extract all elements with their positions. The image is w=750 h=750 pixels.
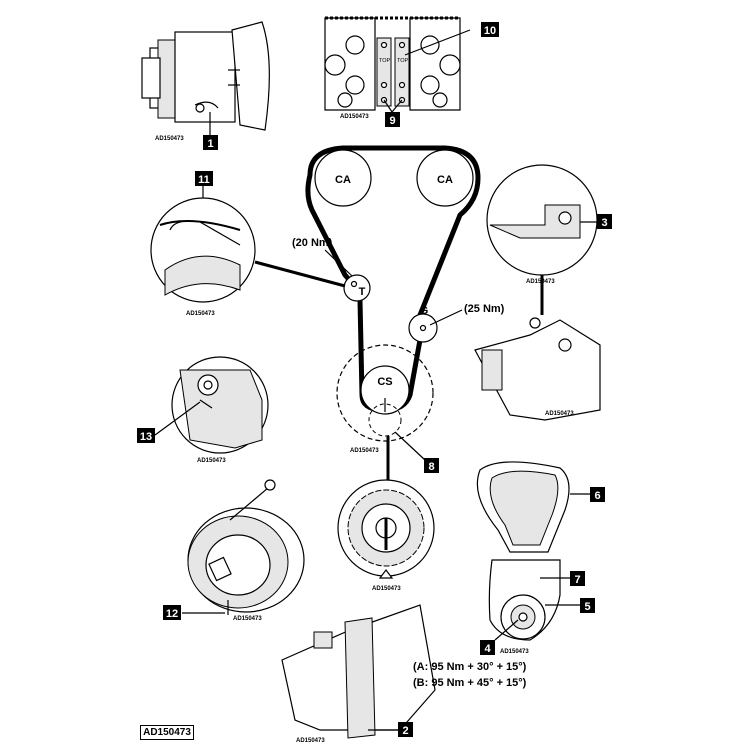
svg-text:7: 7: [574, 574, 580, 586]
ref-code: AD150473: [233, 616, 262, 622]
camshaft-pulley-right: [416, 149, 474, 207]
camshaft-pulley-left: [314, 149, 372, 207]
torque-crank-a: (A: 95 Nm + 30° + 15°): [413, 661, 527, 673]
callout-12: 12: [163, 605, 181, 620]
tool-label-top-right: TOP: [397, 58, 409, 64]
torque-idler: (25 Nm): [464, 303, 505, 315]
ref-code: AD150473: [186, 311, 215, 317]
panel-sensor: AD150473: [154, 356, 269, 464]
panel-crank-sprocket: AD150473: [337, 479, 435, 592]
panel-locking-pin: AD150473 AD150473: [474, 164, 601, 421]
sprocket-label-ca-right: CA: [437, 174, 453, 186]
callout-7: 7: [570, 571, 585, 586]
callout-13: 13: [137, 428, 155, 443]
callout-8: 8: [424, 458, 439, 473]
ref-code: AD150473: [197, 458, 226, 464]
svg-text:8: 8: [428, 461, 434, 473]
callout-1: 1: [203, 135, 218, 150]
svg-text:9: 9: [389, 115, 395, 127]
ref-code: AD150473: [155, 136, 184, 142]
footer-reference: AD150473: [140, 725, 194, 740]
callout-6: 6: [590, 487, 605, 502]
tool-label-top-left: TOP: [379, 58, 391, 64]
svg-text:3: 3: [601, 217, 607, 229]
sprocket-label-g: G: [420, 305, 429, 317]
ref-code: AD150473: [526, 279, 555, 285]
crankshaft-pulley: [360, 365, 410, 415]
ref-code: AD150473: [545, 411, 574, 417]
svg-text:13: 13: [140, 431, 152, 443]
callout-4: 4: [480, 640, 495, 655]
panel-cam-lock: TOP TOP AD150473: [324, 16, 471, 120]
callout-2: 2: [398, 722, 413, 737]
sprocket-label-ca-left: CA: [335, 174, 351, 186]
sprocket-label-cs: CS: [377, 376, 392, 388]
callout-10: 10: [481, 22, 499, 37]
svg-text:4: 4: [484, 643, 491, 655]
callout-11: 11: [195, 171, 213, 186]
svg-text:2: 2: [402, 725, 408, 737]
panel-tensioner-detail: AD150473: [150, 186, 346, 317]
tensioner-pulley: [343, 274, 371, 302]
svg-text:6: 6: [594, 490, 600, 502]
sprocket-label-t: T: [359, 286, 366, 298]
ref-code: AD150473: [372, 586, 401, 592]
callout-3: 3: [597, 214, 612, 229]
panel-pump: AD150473: [141, 21, 270, 142]
callout-9: 9: [385, 112, 400, 127]
ref-code: AD150473: [350, 448, 379, 454]
svg-text:11: 11: [198, 174, 210, 186]
torque-tensioner: (20 Nm): [292, 237, 333, 249]
ref-code: AD150473: [500, 649, 529, 655]
callout-5: 5: [580, 598, 595, 613]
svg-text:5: 5: [584, 601, 590, 613]
panel-covers: AD150473: [476, 461, 590, 655]
svg-text:10: 10: [484, 25, 496, 37]
torque-crank-b: (B: 95 Nm + 45° + 15°): [413, 677, 527, 689]
svg-text:12: 12: [166, 608, 178, 620]
panel-locking-tool: AD150473: [281, 604, 436, 744]
panel-tensioner-unit: AD150473: [182, 479, 305, 622]
svg-text:1: 1: [207, 138, 213, 150]
ref-code: AD150473: [340, 114, 369, 120]
belt-layout: CA CA T (20 Nm) G (25 Nm) CS AD150473: [292, 145, 505, 480]
ref-code: AD150473: [296, 738, 325, 744]
